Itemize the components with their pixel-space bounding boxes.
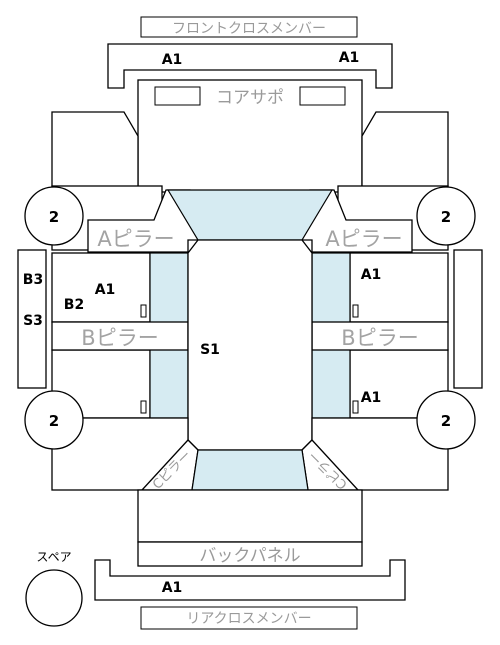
door-handle-right-front [352,304,359,318]
side-sill-left-code-b3: B3 [23,272,43,288]
tire-rear-left [24,390,84,450]
door-handle-right-rear [352,400,359,414]
front-door-left [51,252,151,323]
headlight-right [299,86,346,106]
side-sill-right [453,249,483,389]
front-door-right [349,252,449,323]
rear-door-right-code-a1: A1 [361,390,382,406]
roof-code: S1 [200,342,220,358]
front-cross-member-label: フロントクロスメンバー [172,21,326,37]
rear-door-right [349,349,449,419]
front-bumper [107,43,393,89]
trunk-panel [137,489,363,543]
rear-cross-member-label: リアクロスメンバー [186,611,311,627]
side-sill-left-code-s3: S3 [23,313,43,329]
a-pillar-left-label: Aピラー [97,227,174,251]
headlight-left [154,86,201,106]
front-door-left-code-a1: A1 [95,282,116,298]
tire-rear-right [416,390,476,450]
tire-rear-left-value: 2 [49,412,59,430]
b-pillar-right [311,321,449,351]
a-pillar-right-label: Aピラー [325,227,402,251]
rear-bumper [94,559,406,601]
front-cross-member: フロントクロスメンバー [140,16,358,38]
front-bumper-code-left: A1 [162,52,183,68]
rear-glass [191,449,309,491]
door-handle-left-rear [140,400,147,414]
tire-rear-right-value: 2 [441,412,451,430]
tire-front-right [416,186,476,246]
tire-front-left-value: 2 [49,208,59,226]
b-pillar-left-label: Bピラー [81,326,158,350]
rear-bumper-code: A1 [162,580,183,596]
spare-tire [25,569,83,627]
core-support-label: コアサポ [216,88,284,108]
front-door-left-code-b2: B2 [64,297,84,313]
back-panel [137,541,363,567]
tire-front-right-value: 2 [441,208,451,226]
front-cross-member-box [140,16,358,38]
b-pillar-right-label: Bピラー [341,326,418,350]
front-fender-left [51,111,139,191]
rear-cross-member-box [140,606,358,630]
spare-tire-label: スペア [36,550,71,564]
side-sill-left [17,249,47,389]
front-fender-right [361,111,449,191]
door-handle-left-front [140,304,147,318]
front-door-right-code-a1: A1 [361,267,382,283]
back-panel-label: バックパネル [199,546,300,566]
front-bumper-code-right: A1 [339,50,360,66]
tire-front-left [24,186,84,246]
b-pillar-left [51,321,189,351]
